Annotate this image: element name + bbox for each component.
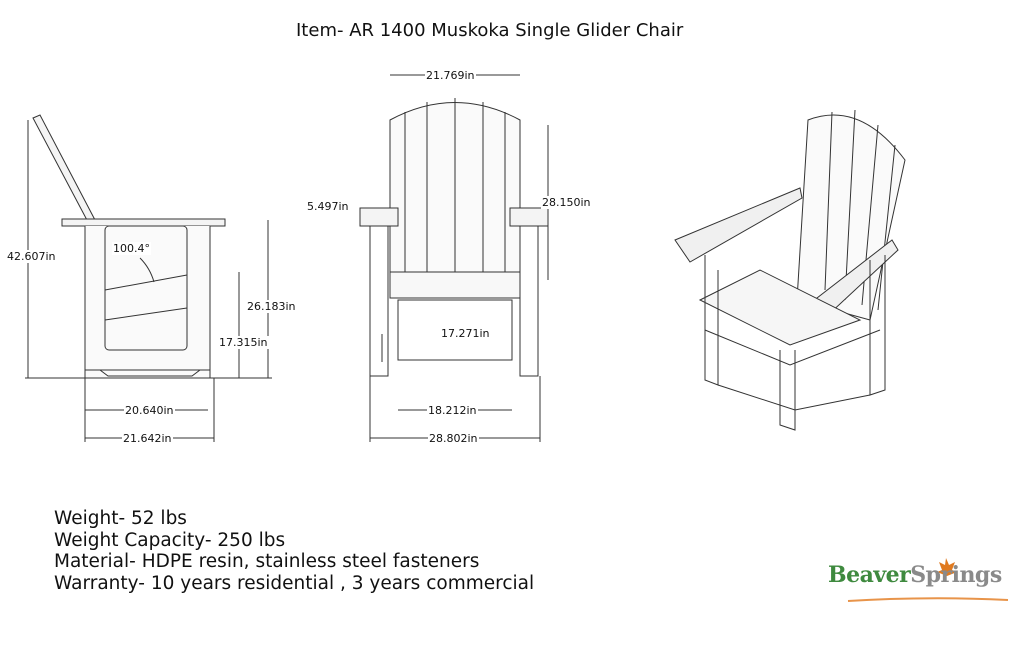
dim-back-height: 28.150in (541, 196, 592, 209)
spec-capacity: Weight Capacity- 250 lbs (54, 529, 286, 551)
dim-seat-height: 17.315in (218, 336, 269, 349)
beaver-springs-logo: BeaverSprings (828, 562, 1002, 588)
spec-list: Weight- 52 lbs Weight Capacity- 250 lbs … (54, 508, 534, 594)
page-title: Item- AR 1400 Muskoka Single Glider Chai… (296, 20, 684, 41)
dim-arm-width: 5.497in (306, 200, 350, 213)
dim-base-depth: 20.640in (124, 404, 175, 417)
dim-arm-height: 26.183in (246, 300, 297, 313)
logo-text-beaver: Beaver (828, 562, 911, 588)
maple-leaf-icon (937, 558, 957, 576)
dim-recline-angle: 100.4° (112, 242, 151, 255)
spec-weight: Weight- 52 lbs (54, 508, 187, 529)
dim-overall-depth: 21.642in (122, 432, 173, 445)
side-view-drawing (25, 114, 272, 442)
logo-swoosh (847, 597, 1009, 602)
dim-inner-base-width: 18.212in (427, 404, 478, 417)
iso-view-drawing (674, 109, 906, 431)
dim-seat-width: 17.271in (440, 327, 491, 340)
dim-overall-width: 28.802in (428, 432, 479, 445)
dim-back-width: 21.769in (425, 69, 476, 82)
logo-text-springs: Springs (910, 562, 1002, 588)
spec-material: Material- HDPE resin, stainless steel fa… (54, 551, 480, 572)
front-view-drawing (359, 74, 549, 442)
spec-warranty: Warranty- 10 years residential , 3 years… (54, 572, 535, 594)
dim-side-height: 42.607in (6, 250, 57, 263)
